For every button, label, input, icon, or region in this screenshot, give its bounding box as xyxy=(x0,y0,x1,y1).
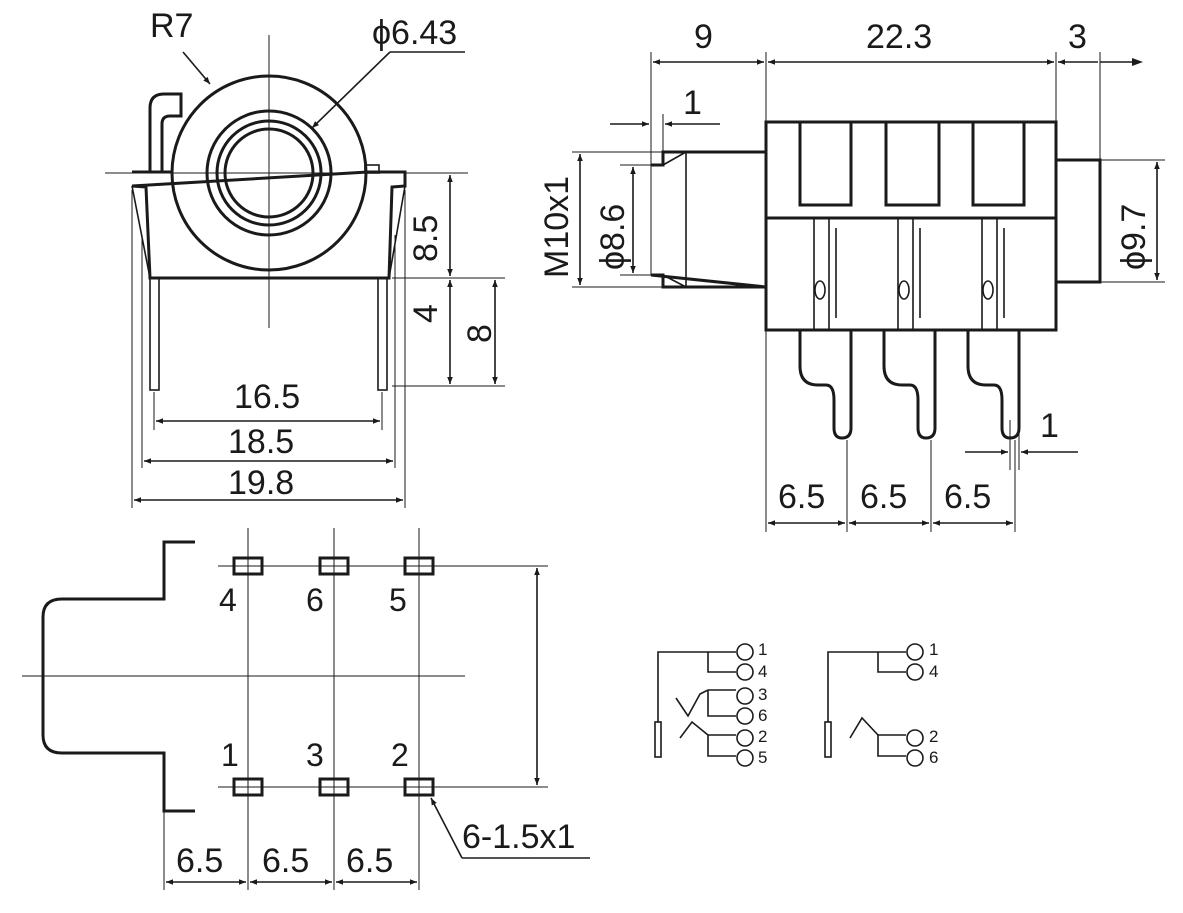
sch1-node-6 xyxy=(736,707,754,725)
sch1-node-3 xyxy=(736,687,754,705)
dim-223-label: 22.3 xyxy=(866,18,932,56)
sch2-label-4: 4 xyxy=(929,662,938,681)
dim-pw-label: 1 xyxy=(1040,407,1059,445)
side-pin-1 xyxy=(798,330,853,440)
dim-flange-label: 1 xyxy=(683,84,702,122)
footprint-view: 4 6 5 1 3 2 6-1.5x1 6.5 6.5 6.5 xyxy=(22,528,590,890)
pin-label-2: 2 xyxy=(391,737,409,773)
ring-2 xyxy=(205,109,333,237)
dim-185-label: 18.5 xyxy=(228,423,294,461)
sch2-label-6: 6 xyxy=(929,748,938,767)
sch1-label-3: 3 xyxy=(758,685,767,704)
dim-pitch-b-label: 6.5 xyxy=(860,478,907,516)
sch1-node-4 xyxy=(736,663,754,681)
pin-label-1: 1 xyxy=(221,737,239,773)
barrel-outline xyxy=(650,150,767,289)
sch1-label-6: 6 xyxy=(758,706,767,725)
schematic-stereo: 1 4 3 6 2 5 xyxy=(654,640,767,767)
sch1-switch-1 xyxy=(675,689,709,718)
schematic-mono: 1 4 2 6 xyxy=(824,640,938,767)
sch2-wires xyxy=(827,651,906,757)
sch2-node-6 xyxy=(906,749,924,767)
side-body-lower xyxy=(764,216,1058,332)
pad-2 xyxy=(403,777,435,797)
front-hook-lug xyxy=(148,92,183,172)
sch1-label-4: 4 xyxy=(758,662,767,681)
hole-label: 6-1.5x1 xyxy=(462,818,575,856)
pad-1 xyxy=(232,777,264,797)
front-pin-right xyxy=(377,277,388,391)
dim-pitch-c-label: 6.5 xyxy=(944,478,991,516)
sch2-switch xyxy=(849,716,879,739)
bore xyxy=(223,127,315,219)
dim-m10-label: M10x1 xyxy=(538,176,576,278)
dim-3-arrowhead xyxy=(1132,58,1143,66)
pin-label-5: 5 xyxy=(389,582,407,618)
dim-198-label: 19.8 xyxy=(228,464,294,502)
front-body-taper xyxy=(131,185,406,279)
sch1-node-1 xyxy=(736,643,754,661)
dim-3-label: 3 xyxy=(1068,18,1087,56)
sch1-node-2 xyxy=(736,729,754,747)
pin-label-4: 4 xyxy=(219,582,237,618)
r7-label: R7 xyxy=(150,7,193,45)
hole-leader xyxy=(430,797,463,859)
dim-85-label: 8.5 xyxy=(407,215,445,262)
dim-pitch-a-label: 6.5 xyxy=(778,478,825,516)
dim-9-label: 9 xyxy=(694,18,713,56)
sch1-wires xyxy=(657,651,736,757)
sch2-node-1 xyxy=(906,643,924,661)
sch2-label-1: 1 xyxy=(929,640,938,659)
side-view: 9 22.3 3 1 xyxy=(538,18,1165,532)
bore-label: ϕ6.43 xyxy=(372,14,457,52)
dim-97-label: ϕ9.7 xyxy=(1115,204,1153,270)
fp-pitch-c-label: 6.5 xyxy=(346,842,393,880)
front-view: R7 ϕ6.43 8.5 4 8 16.5 18.5 19.8 xyxy=(105,7,505,508)
pin-label-6: 6 xyxy=(306,582,324,618)
internal-contacts xyxy=(813,218,1005,330)
barrel-chamfer xyxy=(662,151,687,288)
fp-pitch-a-label: 6.5 xyxy=(176,842,223,880)
sch2-node-2 xyxy=(906,729,924,747)
fp-pitch-b-label: 6.5 xyxy=(262,842,309,880)
sch1-label-5: 5 xyxy=(758,748,767,767)
sch1-node-5 xyxy=(736,749,754,767)
dim-8-label: 8 xyxy=(461,324,499,343)
r7-leader xyxy=(182,51,211,85)
rear-cap xyxy=(1054,158,1102,284)
ring-3 xyxy=(215,119,323,227)
side-pin-2 xyxy=(882,330,937,440)
top-notches xyxy=(798,122,1026,207)
dim-165-label: 16.5 xyxy=(234,378,300,416)
plug-symbol-1 xyxy=(654,721,662,758)
outer-ring xyxy=(170,74,368,272)
bore-leader xyxy=(311,51,391,129)
sch1-label-2: 2 xyxy=(758,727,767,746)
pad-3 xyxy=(318,777,350,797)
dim-86-label: ϕ8.6 xyxy=(594,204,632,270)
front-pin-left xyxy=(149,277,160,391)
pin-label-3: 3 xyxy=(306,737,324,773)
pad-4 xyxy=(232,556,264,576)
sch1-switch-2 xyxy=(679,720,709,739)
sch2-label-2: 2 xyxy=(929,727,938,746)
dim-4-label: 4 xyxy=(407,304,445,323)
plug-symbol-2 xyxy=(824,721,832,758)
sch2-node-4 xyxy=(906,663,924,681)
side-pin-3 xyxy=(966,330,1021,440)
pad-5 xyxy=(403,556,435,576)
pad-6 xyxy=(318,556,350,576)
sch1-label-1: 1 xyxy=(758,640,767,659)
